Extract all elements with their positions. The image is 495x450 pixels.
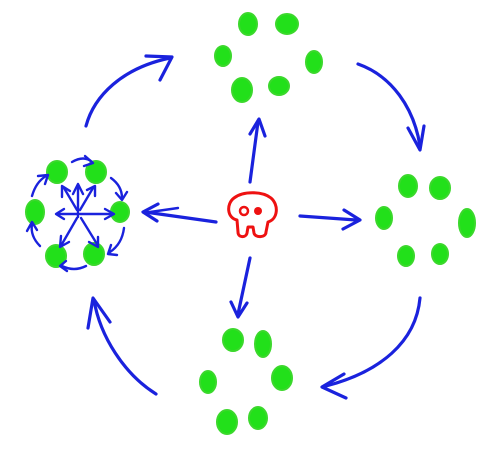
green-dot xyxy=(254,330,272,358)
arrow-head xyxy=(71,182,85,196)
skull-eye-right xyxy=(254,207,262,215)
top-cluster xyxy=(214,12,323,103)
skull-eye-left xyxy=(238,205,250,217)
green-dot xyxy=(398,174,418,198)
green-dot xyxy=(458,208,476,238)
cycle-arrows xyxy=(84,54,426,400)
green-dot xyxy=(222,328,244,352)
right-cluster xyxy=(375,174,476,267)
green-dot xyxy=(231,77,253,103)
arrow-head xyxy=(320,372,348,400)
rotation-arrow xyxy=(108,226,126,254)
green-dot xyxy=(46,160,68,184)
green-dot xyxy=(199,370,217,394)
arrow-head xyxy=(60,184,72,199)
arrow-head xyxy=(54,207,66,221)
arrow-left xyxy=(143,210,218,224)
green-dot xyxy=(429,176,451,200)
left-cluster xyxy=(25,154,130,273)
skull-outline xyxy=(227,191,278,239)
arrow-right xyxy=(298,214,358,222)
arrow-up xyxy=(248,120,260,184)
cycle-arrow-left-to-top xyxy=(84,56,172,128)
green-dot xyxy=(83,242,105,266)
burst-arrows xyxy=(25,154,129,273)
cycle-arrow-top-to-right xyxy=(356,62,422,148)
rotation-arrow xyxy=(109,176,124,200)
green-dot xyxy=(375,206,393,230)
arrow-head xyxy=(86,296,112,330)
skull-icon xyxy=(227,191,278,239)
green-dot xyxy=(397,245,415,267)
arrow-head xyxy=(141,202,160,223)
arrow-head xyxy=(406,124,426,152)
burst-spoke xyxy=(79,216,99,246)
arrow-head xyxy=(106,243,119,257)
green-dot xyxy=(248,406,268,430)
arrow-head xyxy=(58,259,69,273)
green-dot xyxy=(45,244,67,268)
cycle-arrow-right-to-bottom xyxy=(324,296,422,388)
burst-spoke xyxy=(78,186,95,212)
burst-spoke xyxy=(60,216,79,246)
green-dot xyxy=(305,50,323,74)
arrow-head xyxy=(82,154,95,168)
arrow-head xyxy=(341,208,362,231)
green-dot xyxy=(216,409,238,435)
cycle-arrow-bottom-to-left xyxy=(92,298,158,396)
green-dot xyxy=(110,201,130,223)
green-dot xyxy=(25,199,45,225)
arrow-head xyxy=(85,184,97,198)
arrow-left-tail xyxy=(148,206,180,214)
arrow-head xyxy=(36,173,50,186)
arrow-head xyxy=(58,234,71,249)
rotation-arrow xyxy=(30,174,48,198)
green-dot xyxy=(238,12,258,36)
green-dot xyxy=(431,243,449,265)
arrow-head xyxy=(25,220,39,233)
green-dot xyxy=(85,160,107,184)
rotation-arrow xyxy=(60,264,88,271)
bottom-cluster xyxy=(199,328,293,435)
rotation-arrow xyxy=(30,222,42,248)
green-dot xyxy=(275,13,299,35)
arrow-head xyxy=(248,117,267,138)
arrow-head xyxy=(114,190,129,202)
center-arrows xyxy=(141,117,362,319)
arrow-head xyxy=(144,54,174,82)
arrow-down xyxy=(236,256,252,316)
arrow-head xyxy=(229,300,249,319)
arrow-head xyxy=(103,207,116,221)
green-dot xyxy=(214,45,232,67)
green-dot xyxy=(268,76,290,96)
burst-spoke xyxy=(62,186,79,212)
arrow-head xyxy=(87,235,100,249)
green-dot xyxy=(271,365,293,391)
